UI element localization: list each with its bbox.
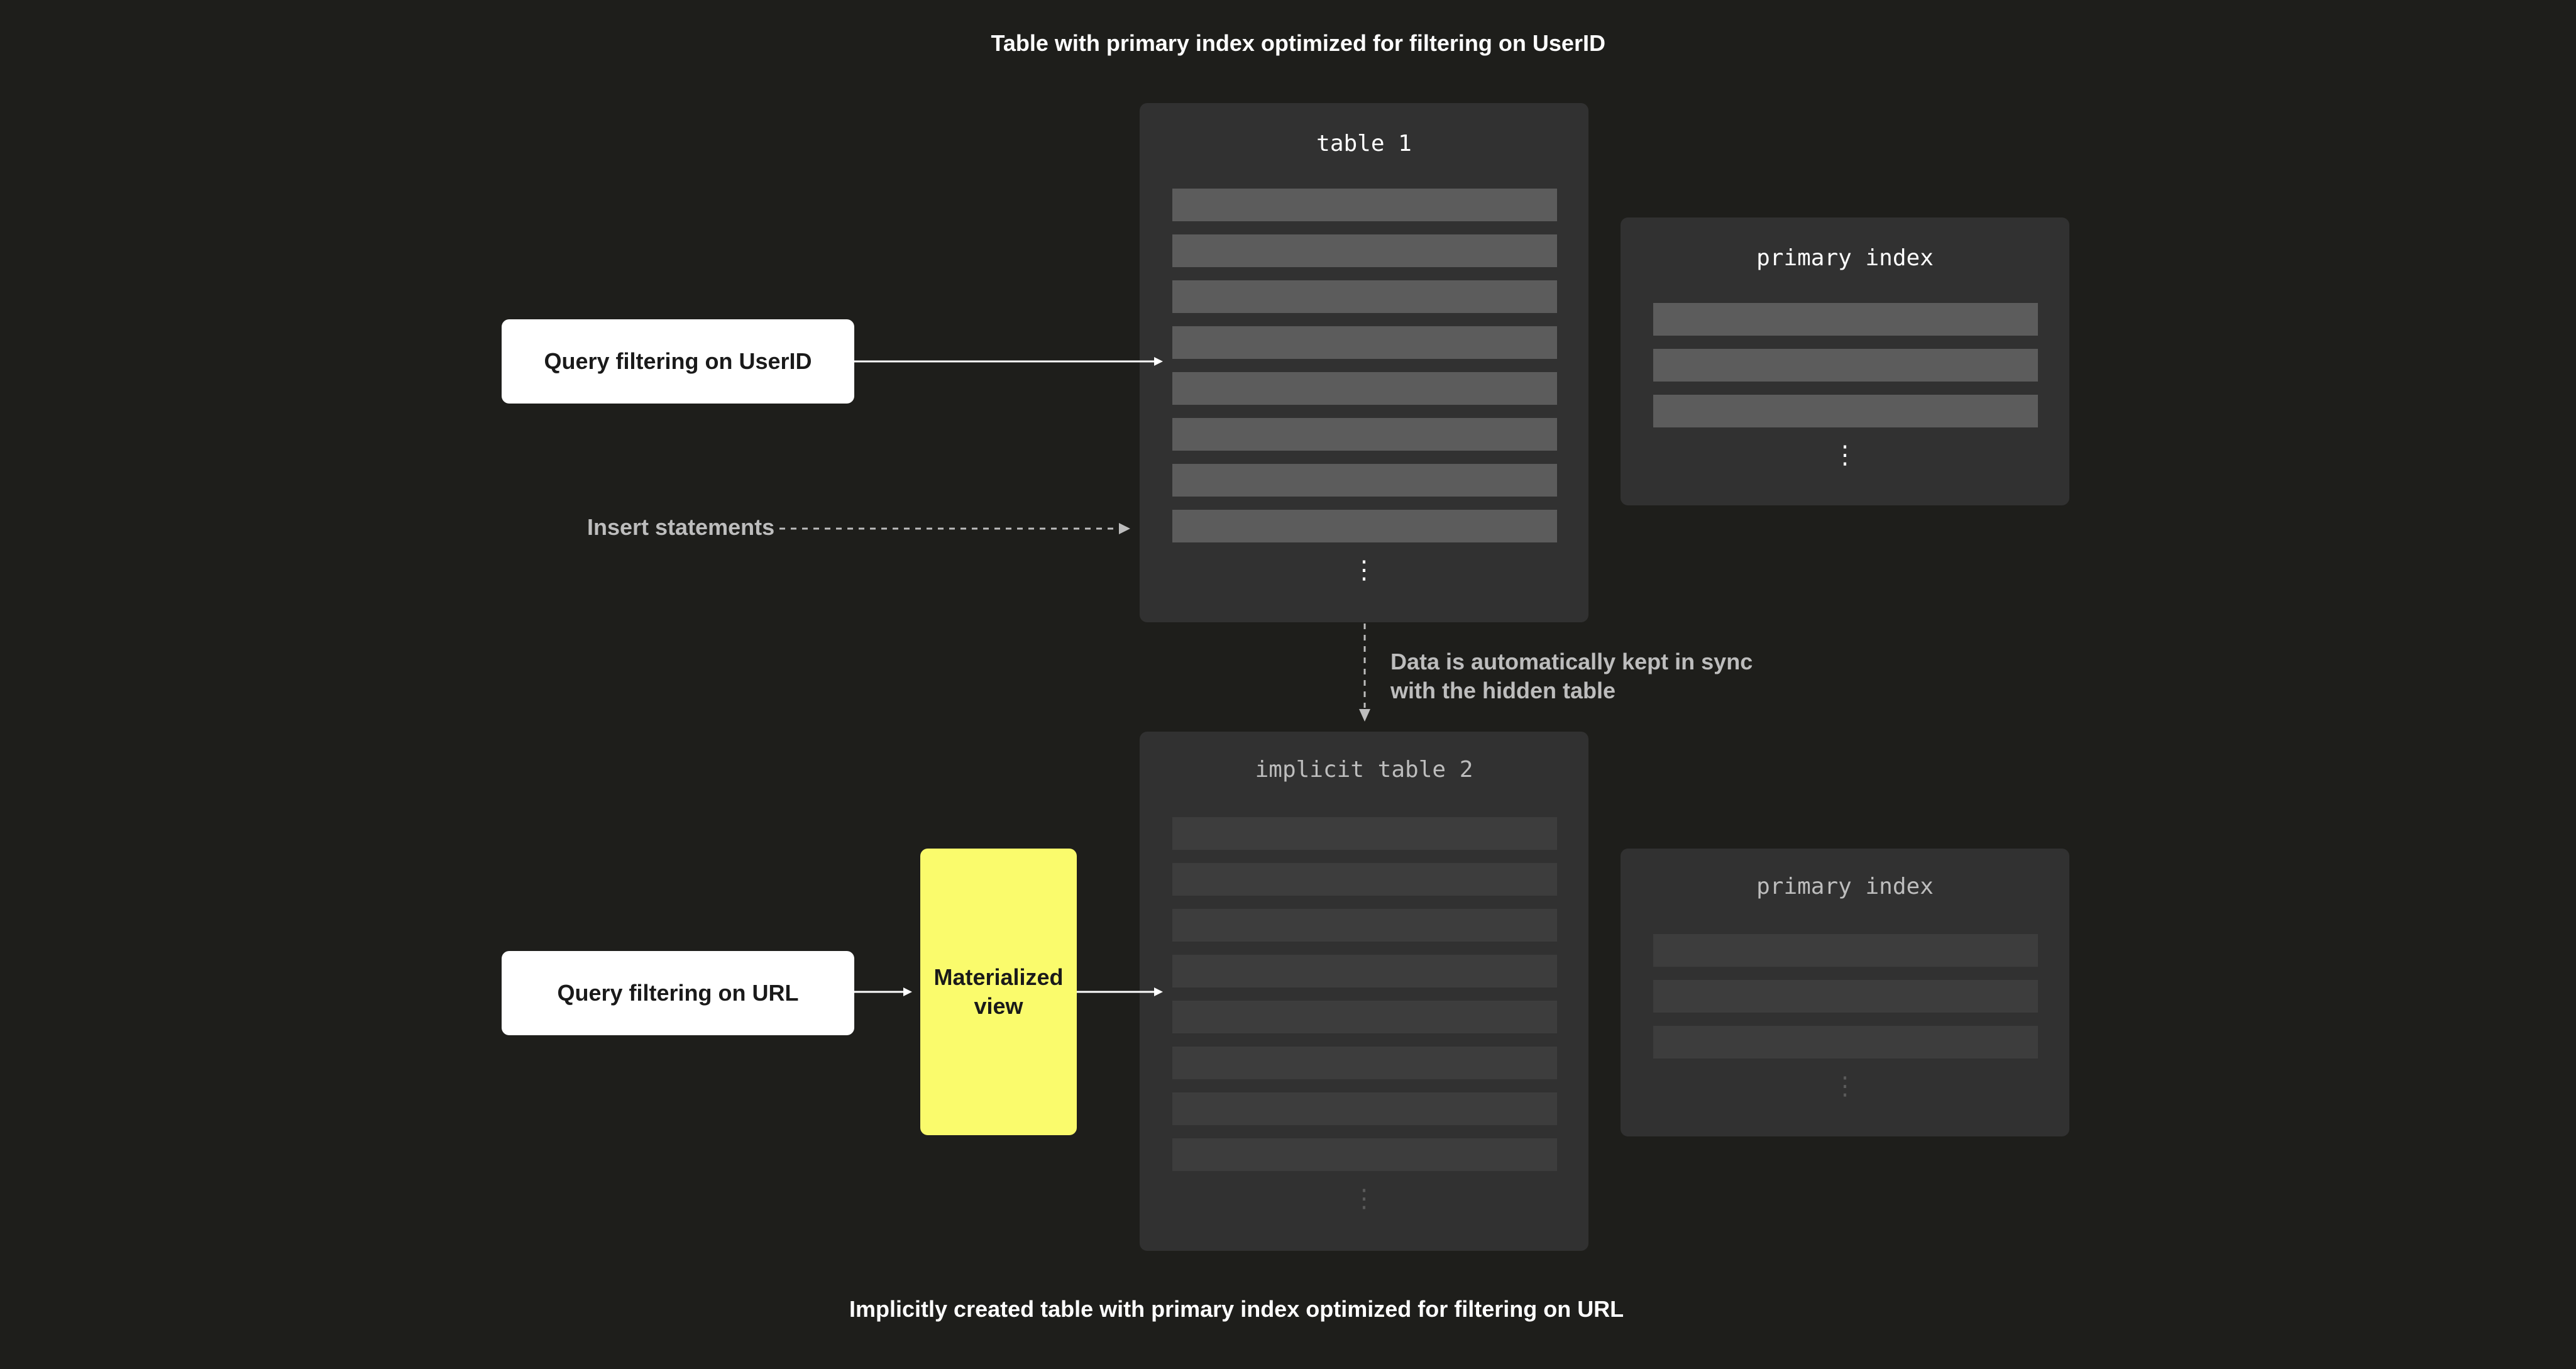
primary-index-1-row <box>1653 395 2038 427</box>
table-1-row <box>1172 326 1557 359</box>
bottom-caption: Implicitly created table with primary in… <box>849 1296 1624 1322</box>
primary-index-2-row <box>1653 1026 2038 1058</box>
arrow-sync-table-1-to-table-2 <box>1359 624 1370 722</box>
primary-index-2-row <box>1653 980 2038 1013</box>
table-1-more-rows: ⋮ <box>1351 556 1377 585</box>
sync-note-line-2: with the hidden table <box>1390 678 1616 703</box>
arrow-insert-to-table-1 <box>779 523 1130 534</box>
sync-note: Data is automatically kept in sync with … <box>1390 647 1753 705</box>
insert-statements-label: Insert statements <box>587 514 775 540</box>
table-1-row <box>1172 280 1557 313</box>
primary-index-2-row <box>1653 934 2038 967</box>
query-userid-box: Query filtering on UserID <box>502 319 854 404</box>
top-caption: Table with primary index optimized for f… <box>991 30 1605 56</box>
primary-index-2-panel: primary index ⋮ <box>1621 849 2069 1136</box>
table-1-row <box>1172 189 1557 221</box>
primary-index-1-panel: primary index ⋮ <box>1621 217 2069 505</box>
primary-index-2-more-rows: ⋮ <box>1832 1072 1858 1101</box>
arrow-query-userid-to-table-1 <box>854 357 1163 366</box>
materialized-view-box: Materialized view <box>920 849 1077 1135</box>
table-2-row <box>1172 1047 1557 1079</box>
table-2-title: implicit table 2 <box>1255 757 1473 783</box>
table-2-row <box>1172 1092 1557 1125</box>
primary-index-2-title: primary index <box>1756 874 1934 899</box>
materialized-view-label: Materialized view <box>933 964 1064 1019</box>
primary-index-1-row <box>1653 349 2038 382</box>
sync-note-line-1: Data is automatically kept in sync <box>1390 649 1753 674</box>
table-1-row <box>1172 418 1557 451</box>
arrow-query-url-to-materialized-view <box>854 987 912 996</box>
table-2-row <box>1172 909 1557 942</box>
table-2-row <box>1172 817 1557 850</box>
table-1-row <box>1172 510 1557 542</box>
table-2-row <box>1172 863 1557 896</box>
table-1-row <box>1172 372 1557 405</box>
primary-index-1-title: primary index <box>1756 245 1934 271</box>
primary-index-1-more-rows: ⋮ <box>1832 441 1858 470</box>
table-2-row <box>1172 1138 1557 1171</box>
table-1-row <box>1172 464 1557 497</box>
primary-index-1-row <box>1653 303 2038 336</box>
query-url-box: Query filtering on URL <box>502 951 854 1035</box>
table-1-panel: table 1 ⋮ <box>1140 103 1588 622</box>
table-2-row <box>1172 1001 1557 1033</box>
table-1-title: table 1 <box>1316 131 1412 157</box>
table-2-panel: implicit table 2 ⋮ <box>1140 732 1588 1251</box>
table-1-row <box>1172 234 1557 267</box>
table-2-more-rows: ⋮ <box>1351 1184 1377 1213</box>
table-2-row <box>1172 955 1557 987</box>
